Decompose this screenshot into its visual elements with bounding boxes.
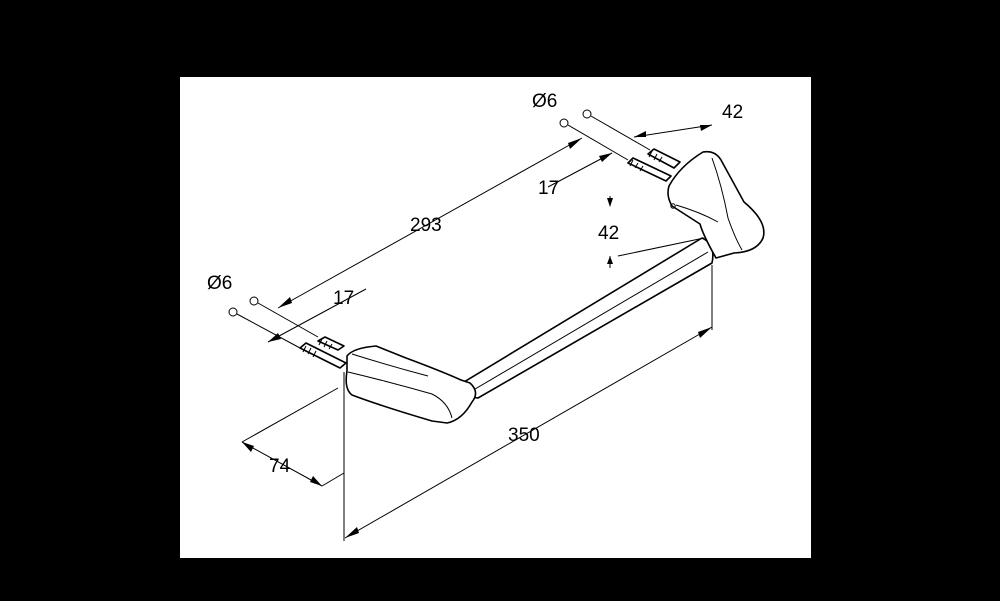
label-anchor-left: 17 bbox=[333, 288, 354, 309]
label-bracket-depth: 74 bbox=[269, 456, 291, 477]
dimension-17-left bbox=[267, 288, 367, 343]
left-screw-upper bbox=[317, 336, 345, 351]
right-screw-lower bbox=[627, 157, 672, 182]
dimension-350 bbox=[343, 265, 713, 541]
label-anchor-right: 17 bbox=[538, 178, 559, 199]
label-center-distance: 293 bbox=[410, 215, 442, 236]
right-screw-upper bbox=[647, 148, 681, 169]
label-diameter-right: Ø6 bbox=[532, 91, 557, 112]
label-projection: 42 bbox=[598, 223, 619, 244]
drill-holes bbox=[228, 109, 651, 349]
left-screw-lower bbox=[299, 342, 347, 369]
dimension-293 bbox=[277, 137, 583, 309]
dimension-42-top bbox=[633, 124, 713, 138]
label-diameter-left: Ø6 bbox=[207, 273, 232, 294]
left-bracket bbox=[345, 345, 477, 424]
right-bracket bbox=[667, 150, 765, 259]
towel-bar-tube bbox=[458, 237, 714, 399]
dimension-17-right bbox=[547, 152, 613, 188]
dimension-42-side bbox=[607, 196, 705, 268]
dimension-74 bbox=[241, 387, 345, 487]
label-depth-right: 42 bbox=[722, 102, 743, 123]
label-overall-length: 350 bbox=[508, 425, 540, 446]
